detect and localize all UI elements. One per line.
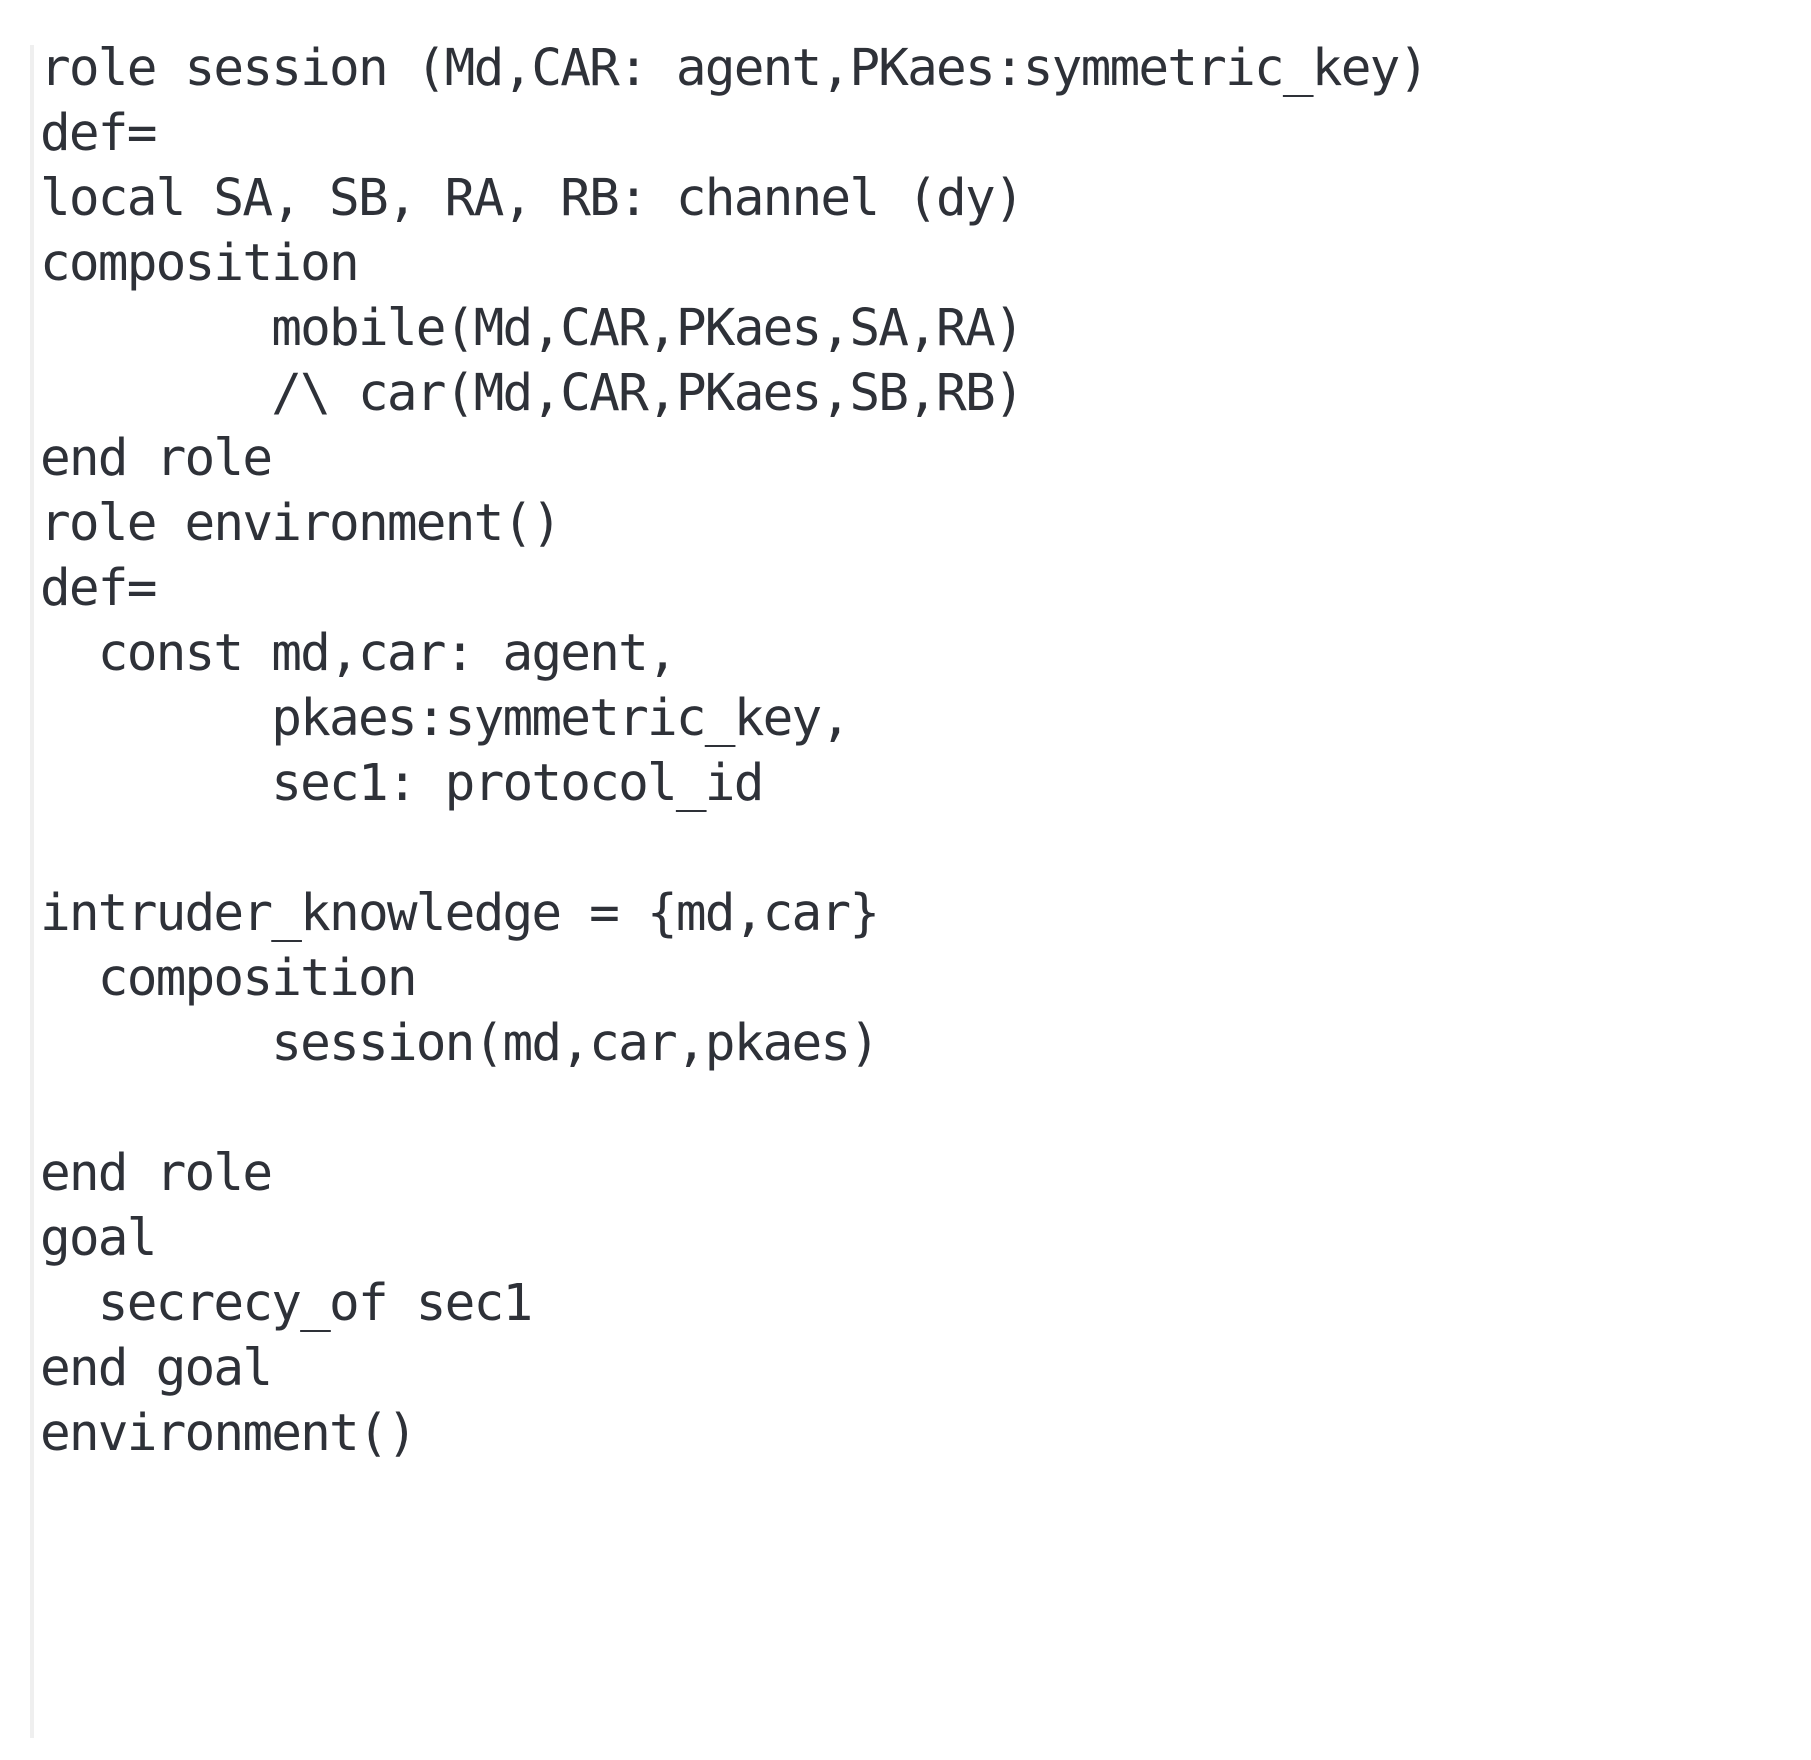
code-line: local SA, SB, RA, RB: channel (dy) [40, 169, 1025, 228]
code-line: pkaes:symmetric_key, [40, 689, 851, 748]
code-line: composition [40, 234, 360, 293]
code-line: const md,car: agent, [40, 624, 678, 683]
code-block: role session (Md,CAR: agent,PKaes:symmet… [40, 36, 1800, 1466]
code-line: intruder_knowledge = {md,car} [40, 884, 880, 943]
code-line: session(md,car,pkaes) [40, 1014, 880, 1073]
code-line-blank [40, 816, 1800, 881]
code-line: def= [40, 104, 157, 163]
code-line: composition [40, 949, 418, 1008]
code-line: goal [40, 1209, 157, 1268]
code-line: end role [40, 429, 273, 488]
code-line: def= [40, 559, 157, 618]
code-line: mobile(Md,CAR,PKaes,SA,RA) [40, 299, 1024, 358]
code-line: /\ car(Md,CAR,PKaes,SB,RB) [40, 364, 1024, 423]
code-line-blank [40, 1076, 1800, 1141]
code-line: end goal [40, 1339, 273, 1398]
code-line: role environment() [40, 494, 562, 553]
code-line: role session (Md,CAR: agent,PKaes:symmet… [40, 39, 1429, 98]
code-line: sec1: protocol_id [40, 754, 764, 813]
code-line: environment() [40, 1404, 418, 1463]
code-line: end role [40, 1144, 273, 1203]
code-line: secrecy_of sec1 [40, 1274, 533, 1333]
left-gutter-rule [30, 45, 34, 1738]
